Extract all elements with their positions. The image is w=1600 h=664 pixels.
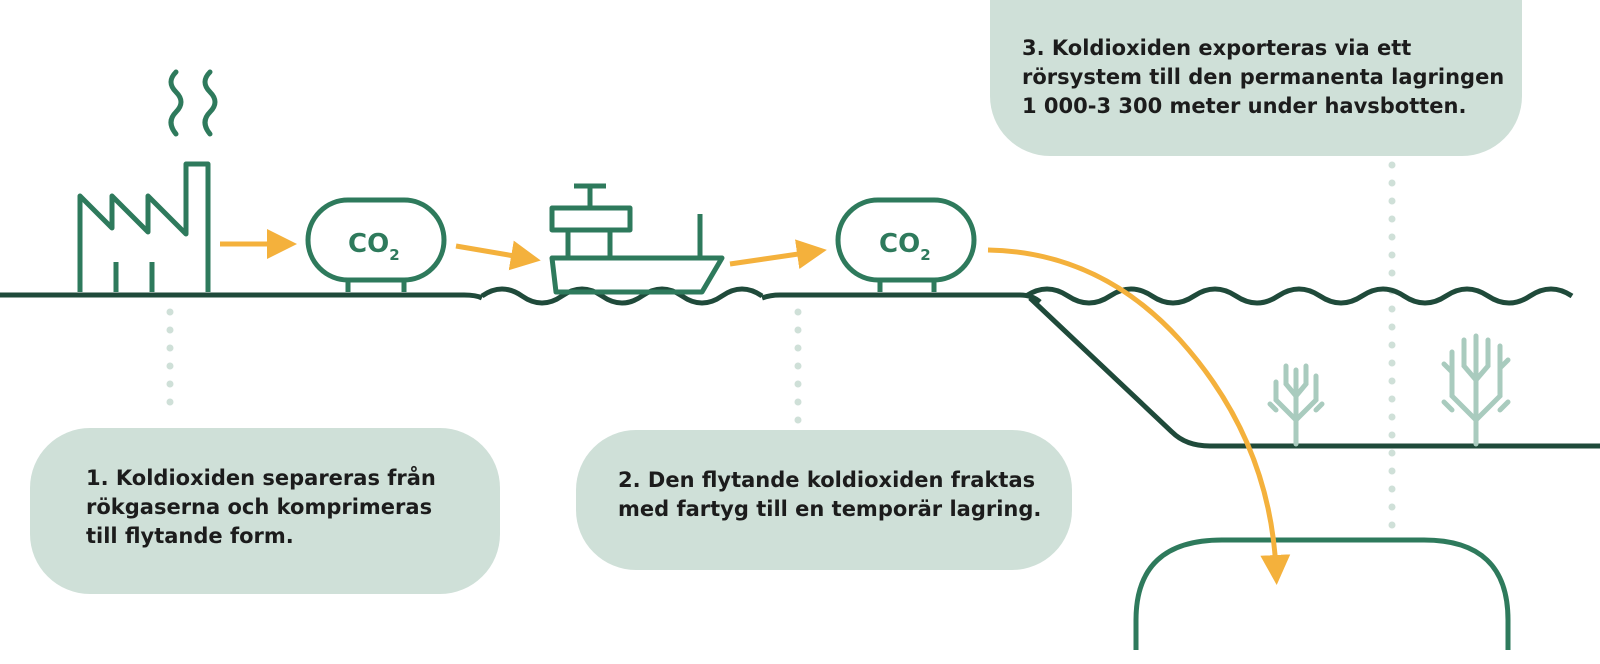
flow-arrow-3 <box>729 239 827 270</box>
dotted-connectors <box>166 161 1396 534</box>
tank-1-subscript: 2 <box>389 246 399 264</box>
tank-2-subscript: 2 <box>920 246 930 264</box>
tank-1-label: CO <box>348 229 389 259</box>
smoke-icon <box>168 69 218 137</box>
co2-tank-icon: CO2 <box>305 197 447 292</box>
step-2-text: 2. Den flytande koldioxiden fraktas med … <box>618 468 1042 521</box>
step-3-text: 3. Koldioxiden exporteras via ett rörsys… <box>1022 36 1505 118</box>
pipeline-arrow <box>987 247 1291 585</box>
seaweed-icon <box>1267 363 1325 447</box>
land-left <box>0 292 484 301</box>
factory-icon <box>77 161 211 292</box>
land-middle <box>761 292 1042 304</box>
tank-2-label: CO <box>879 229 920 259</box>
step-2-callout: 2. Den flytande koldioxiden fraktas med … <box>576 430 1072 570</box>
sea-waves-right <box>1024 286 1574 306</box>
sea-waves-left <box>480 286 764 306</box>
flow-arrow-2 <box>455 240 541 271</box>
step-1-callout: 1. Koldioxiden separeras från rökgaserna… <box>30 428 500 594</box>
co2-tank-icon: CO2 <box>835 197 977 292</box>
ship-icon <box>549 183 725 295</box>
storage-dome-icon <box>1133 537 1511 650</box>
continental-slope <box>1028 296 1600 449</box>
svg-text:CO2: CO2 <box>879 229 931 264</box>
step-3-callout: 3. Koldioxiden exporteras via ett rörsys… <box>990 0 1522 156</box>
seaweed-icon <box>1441 333 1511 447</box>
svg-text:CO2: CO2 <box>348 229 400 264</box>
step-1-text: 1. Koldioxiden separeras från rökgaserna… <box>86 466 436 548</box>
